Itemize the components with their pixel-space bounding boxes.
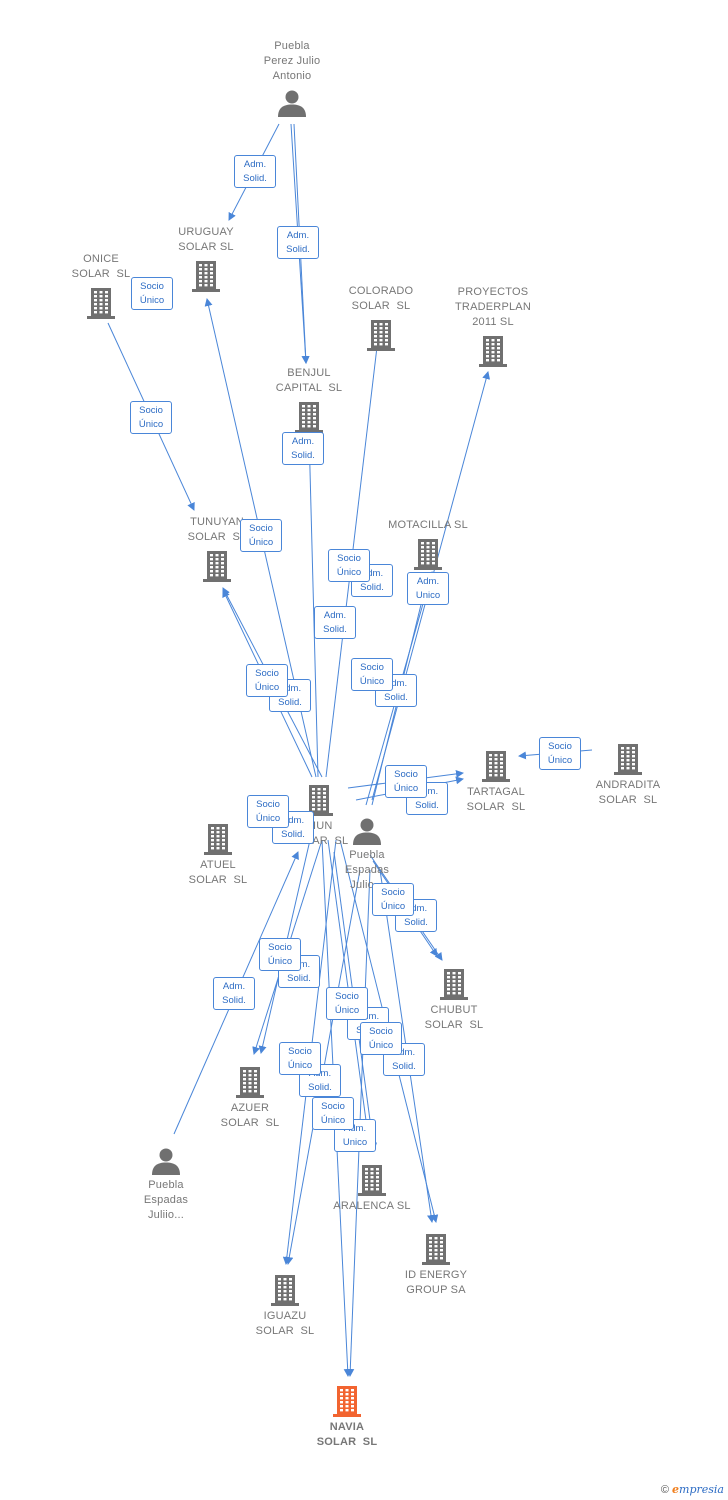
building-icon[interactable] (330, 1384, 364, 1423)
node-label[interactable]: ARALENCA SL (333, 1200, 411, 1212)
relation-label: Socio Único (385, 765, 427, 798)
footer-brand: © empresia (661, 1483, 724, 1496)
building-icon[interactable] (189, 259, 223, 298)
building-icon[interactable] (292, 400, 326, 439)
node-label[interactable]: Puebla Espadas Juliio... (143, 1179, 189, 1221)
building-icon[interactable] (437, 967, 471, 1006)
relation-label: Adm. Solid. (213, 977, 255, 1010)
relation-label: Socio Único (246, 664, 288, 697)
node-label[interactable]: ID ENERGY GROUP SA (404, 1269, 468, 1296)
relation-label: Socio Único (326, 987, 368, 1020)
relation-label: Socio Único (351, 658, 393, 691)
building-icon[interactable] (476, 334, 510, 373)
brand-initial: e (672, 1483, 680, 1496)
node-label[interactable]: ONICE SOLAR SL (71, 253, 131, 280)
relation-label: Socio Único (360, 1022, 402, 1055)
building-icon[interactable] (419, 1232, 453, 1271)
building-icon[interactable] (479, 749, 513, 788)
relation-label: Adm. Solid. (234, 155, 276, 188)
node-label[interactable]: TARTAGAL SOLAR SL (466, 786, 526, 813)
relation-label: Adm. Solid. (383, 1043, 425, 1076)
person-icon[interactable] (352, 816, 382, 851)
building-icon[interactable] (200, 549, 234, 588)
building-icon[interactable] (411, 537, 445, 576)
building-icon[interactable] (233, 1065, 267, 1104)
relation-label: Socio Único (131, 277, 173, 310)
relation-label: Adm. Unico (334, 1119, 376, 1152)
brand-name: mpresia (679, 1483, 724, 1496)
node-label[interactable]: URUGUAY SOLAR SL (178, 226, 234, 253)
node-label[interactable]: Puebla Perez Julio Antonio (263, 40, 321, 82)
node-label[interactable]: CHUBUT SOLAR SL (424, 1004, 484, 1031)
relation-label: Socio Único (328, 549, 370, 582)
node-label[interactable]: TUNUYAN SOLAR SL (187, 516, 246, 543)
relation-label: Adm. Unico (407, 572, 449, 605)
relation-label: Socio Único (312, 1097, 354, 1130)
relation-label: Socio Único (539, 737, 581, 770)
edge-arrow (305, 431, 319, 778)
relation-label: Socio Único (372, 883, 414, 916)
copyright-symbol: © (660, 1484, 669, 1496)
node-label[interactable]: MOTACILLA SL (388, 519, 468, 531)
node-label[interactable]: Puebla Espadas Julio... (344, 849, 390, 891)
node-label[interactable]: ANDRADITA SOLAR SL (595, 779, 661, 806)
building-icon[interactable] (364, 318, 398, 357)
relation-label: Adm. Solid. (282, 432, 324, 465)
relation-label: Socio Único (259, 938, 301, 971)
node-label[interactable]: IGUAZU SOLAR SL (255, 1310, 315, 1337)
building-icon[interactable] (201, 822, 235, 861)
relation-label: Socio Único (247, 795, 289, 828)
relation-label: Adm. Solid. (277, 226, 319, 259)
node-label[interactable]: BENJUL CAPITAL SL (275, 367, 343, 394)
node-label[interactable]: ATUEL SOLAR SL (188, 859, 248, 886)
building-icon[interactable] (355, 1163, 389, 1202)
relation-label: Adm. Solid. (314, 606, 356, 639)
person-icon[interactable] (277, 88, 307, 123)
node-label[interactable]: NAVIA SOLAR SL (316, 1421, 378, 1448)
node-label[interactable]: COLORADO SOLAR SL (348, 285, 414, 312)
building-icon[interactable] (302, 783, 336, 822)
relation-label: Socio Único (279, 1042, 321, 1075)
node-label[interactable]: AZUER SOLAR SL (220, 1102, 280, 1129)
relation-label: Socio Único (130, 401, 172, 434)
relation-label: Socio Único (240, 519, 282, 552)
building-icon[interactable] (268, 1273, 302, 1312)
person-icon[interactable] (151, 1146, 181, 1181)
node-label[interactable]: PROYECTOS TRADERPLAN 2011 SL (455, 286, 531, 328)
building-icon[interactable] (611, 742, 645, 781)
building-icon[interactable] (84, 286, 118, 325)
